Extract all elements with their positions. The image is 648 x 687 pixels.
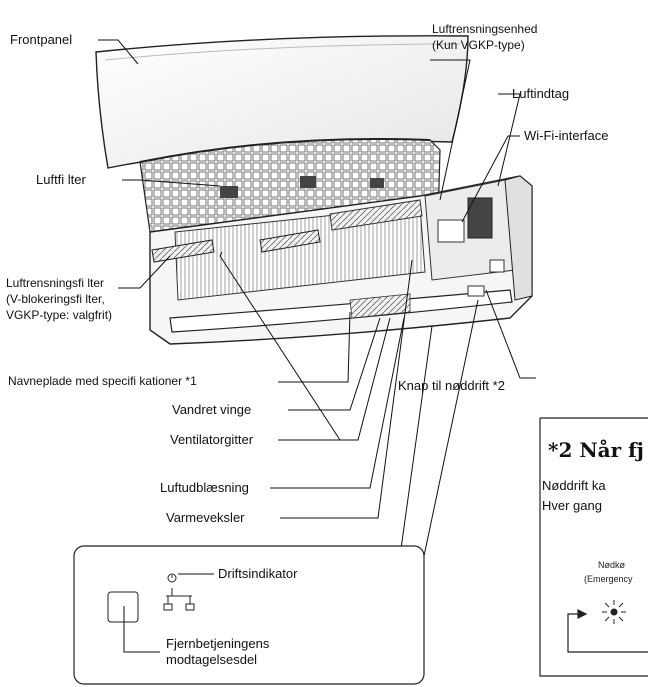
note-box-title: *2 Når fj (548, 438, 644, 462)
label-heat-exchanger: Varmeveksler (166, 510, 245, 525)
note-box-line-1: Nøddrift ka (542, 478, 606, 493)
horizontal-flap (169, 289, 513, 333)
label-air-outlet: Luftudblæsning (160, 480, 249, 495)
label-air-purification-unit: Luftrensningsenhed (432, 22, 538, 36)
label-air-purification-unit-note: (Kun VGKP-type) (432, 38, 525, 52)
label-remote-receiver-1: Fjernbetjeningens (166, 636, 270, 651)
label-emergency-button: Knap til nøddrift *2 (398, 378, 505, 393)
label-air-intake: Luftindtag (512, 86, 570, 101)
label-nameplate: Navneplade med specifi kationer *1 (8, 374, 197, 388)
label-horizontal-flap: Vandret vinge (172, 402, 252, 417)
emergency-indicator-icon (602, 600, 626, 624)
label-air-purification-filter-note-2: VGKP-type: valgfrit) (6, 308, 113, 322)
note-box-emergency-label: Nødkø (598, 560, 625, 570)
remote-receiver-window (107, 591, 139, 623)
label-air-purification-filter: Luftrensningsfi lter (6, 276, 105, 290)
label-wifi-interface: Wi-Fi-interface (524, 128, 609, 143)
label-frontpanel: Frontpanel (10, 32, 73, 47)
label-fan-grille: Ventilatorgitter (170, 432, 254, 447)
label-operation-indicator: Driftsindikator (218, 566, 298, 581)
note-box (539, 417, 648, 677)
air-purification-filter (151, 239, 215, 263)
label-remote-receiver-2: modtagelsesdel (166, 652, 258, 667)
label-air-filter: Luftfi lter (36, 172, 86, 187)
leader-lines (98, 39, 536, 557)
label-air-purification-filter-note-1: (V-blokeringsfi lter, (6, 292, 105, 306)
note-box-line-2: Hver gang (542, 498, 602, 513)
operation-indicator-icon (163, 573, 195, 611)
cycle-arrow (567, 609, 648, 653)
indicator-inset-box (73, 545, 425, 685)
heat-exchanger (174, 205, 426, 301)
note-box-emergency-label-en: (Emergency (584, 574, 633, 584)
